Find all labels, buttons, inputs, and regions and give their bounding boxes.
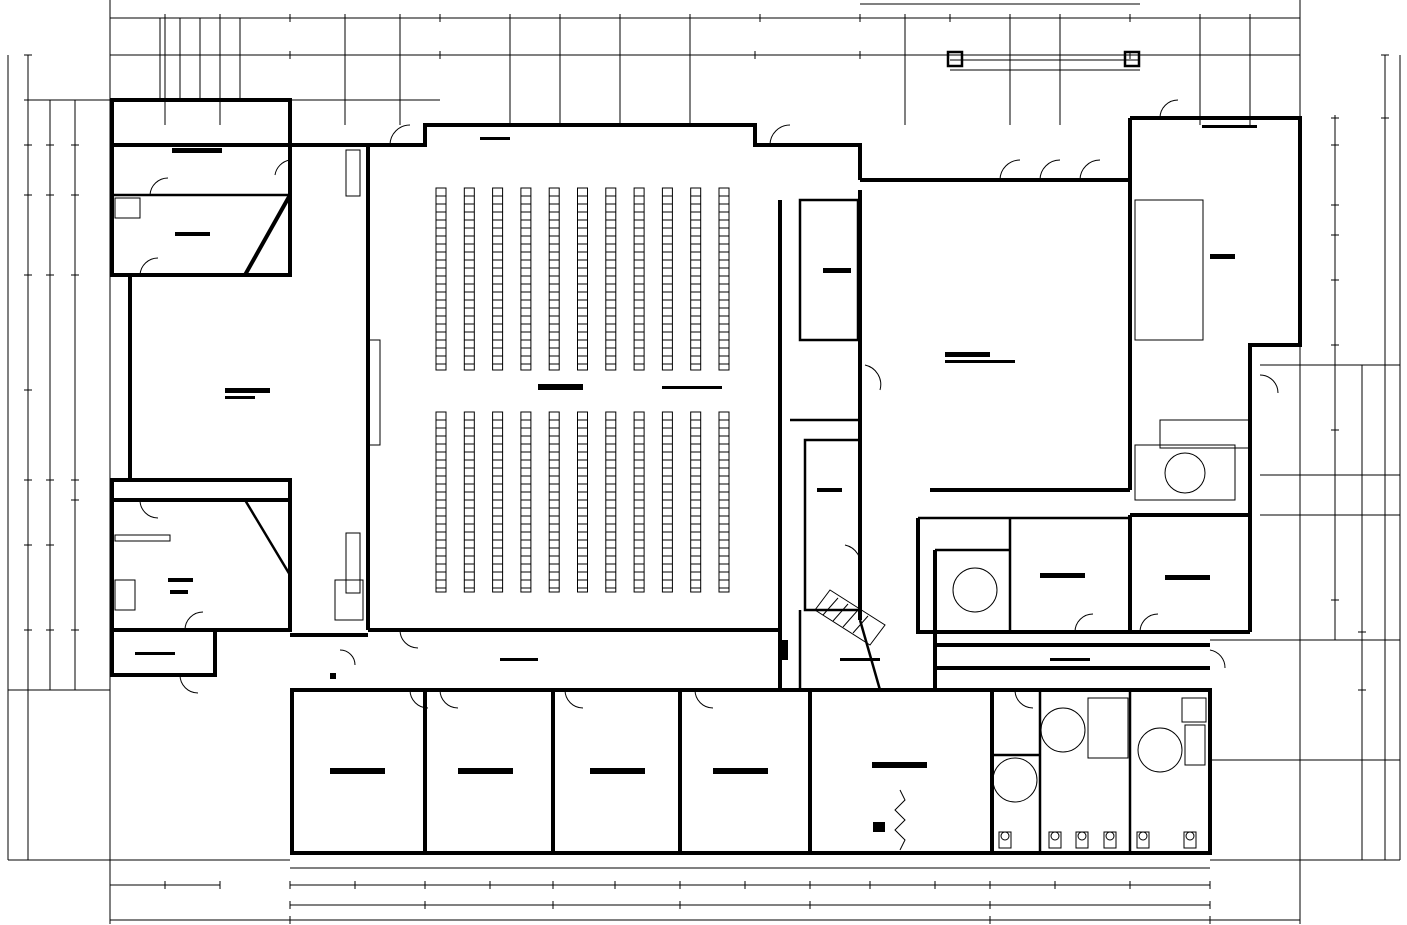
- dimension-lines: [7, 0, 1401, 924]
- door-swings: [139, 99, 1279, 709]
- seat-column: [690, 187, 702, 371]
- seat-column: [520, 187, 532, 371]
- seat-column: [577, 411, 588, 593]
- seat-column: [661, 187, 673, 371]
- seat-column: [718, 187, 730, 371]
- seat-column: [633, 187, 645, 371]
- room-label-marks: [135, 125, 1257, 774]
- seat-column: [633, 411, 645, 593]
- seat-column: [661, 411, 673, 593]
- auditorium-seating: [435, 187, 730, 593]
- seat-column: [548, 411, 560, 593]
- seat-column: [463, 187, 475, 371]
- seat-column: [605, 187, 617, 371]
- seat-column: [690, 411, 702, 593]
- seat-column: [520, 411, 532, 593]
- fixtures: [114, 149, 1251, 851]
- seat-column: [435, 411, 447, 593]
- seat-column: [492, 411, 504, 593]
- seat-column: [435, 187, 447, 371]
- seat-column: [463, 411, 475, 593]
- seat-column: [548, 187, 560, 371]
- seat-column: [577, 187, 588, 371]
- exterior-walls: [110, 50, 1302, 855]
- seat-column: [718, 411, 730, 593]
- seat-column: [605, 411, 617, 593]
- seat-column: [492, 187, 504, 371]
